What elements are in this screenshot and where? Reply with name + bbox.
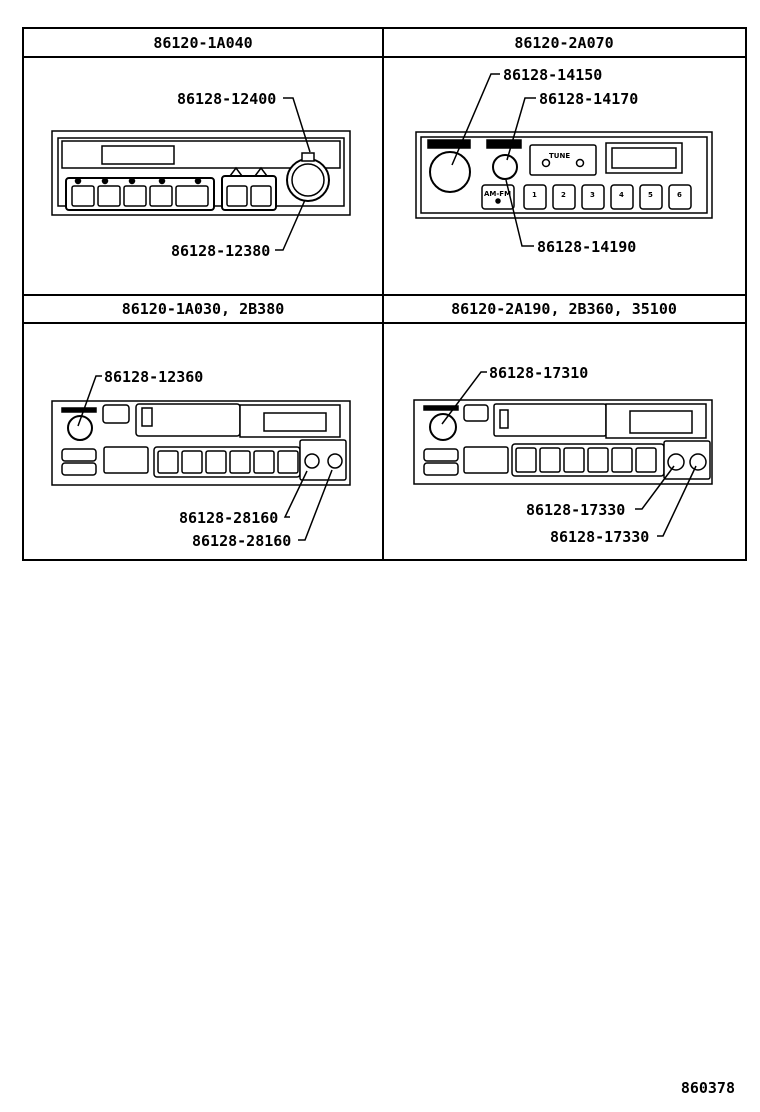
panel-header-1: 86120-1A040 bbox=[153, 34, 252, 52]
am-fm-label: AM-FM bbox=[484, 190, 511, 198]
radio-unit-2 bbox=[415, 131, 713, 219]
radio-unit-3 bbox=[51, 400, 351, 486]
callout-86128-28160-a: 86128-28160 bbox=[179, 509, 278, 527]
tune-label: TUNE bbox=[549, 152, 570, 160]
callout-86128-17330-b: 86128-17330 bbox=[550, 528, 649, 546]
callouts-3 bbox=[77, 375, 333, 541]
callouts-2 bbox=[451, 73, 536, 247]
panel-header-4: 86120-2A190, 2B360, 35100 bbox=[451, 300, 677, 318]
callout-86128-12360: 86128-12360 bbox=[104, 368, 203, 386]
callout-86128-14170: 86128-14170 bbox=[539, 90, 638, 108]
callout-86128-17330-a: 86128-17330 bbox=[526, 501, 625, 519]
callouts-4 bbox=[441, 371, 697, 537]
callout-86128-12380: 86128-12380 bbox=[171, 242, 270, 260]
panel-header-3: 86120-1A030, 2B380 bbox=[122, 300, 285, 318]
preset-3: 3 bbox=[590, 191, 595, 199]
preset-4: 4 bbox=[619, 191, 624, 199]
callout-86128-17310: 86128-17310 bbox=[489, 364, 588, 382]
table-grid bbox=[22, 27, 747, 561]
radio-unit-1 bbox=[51, 130, 351, 216]
callout-86128-12400: 86128-12400 bbox=[177, 90, 276, 108]
figure-number: 860378 bbox=[681, 1079, 735, 1097]
preset-1: 1 bbox=[532, 191, 537, 199]
callout-86128-14190: 86128-14190 bbox=[537, 238, 636, 256]
preset-6: 6 bbox=[677, 191, 682, 199]
preset-2: 2 bbox=[561, 191, 566, 199]
callout-86128-28160-b: 86128-28160 bbox=[192, 532, 291, 550]
callouts-1 bbox=[275, 97, 311, 251]
callout-86128-14150: 86128-14150 bbox=[503, 66, 602, 84]
panel-header-2: 86120-2A070 bbox=[514, 34, 613, 52]
preset-5: 5 bbox=[648, 191, 653, 199]
radio-unit-4 bbox=[413, 399, 713, 485]
